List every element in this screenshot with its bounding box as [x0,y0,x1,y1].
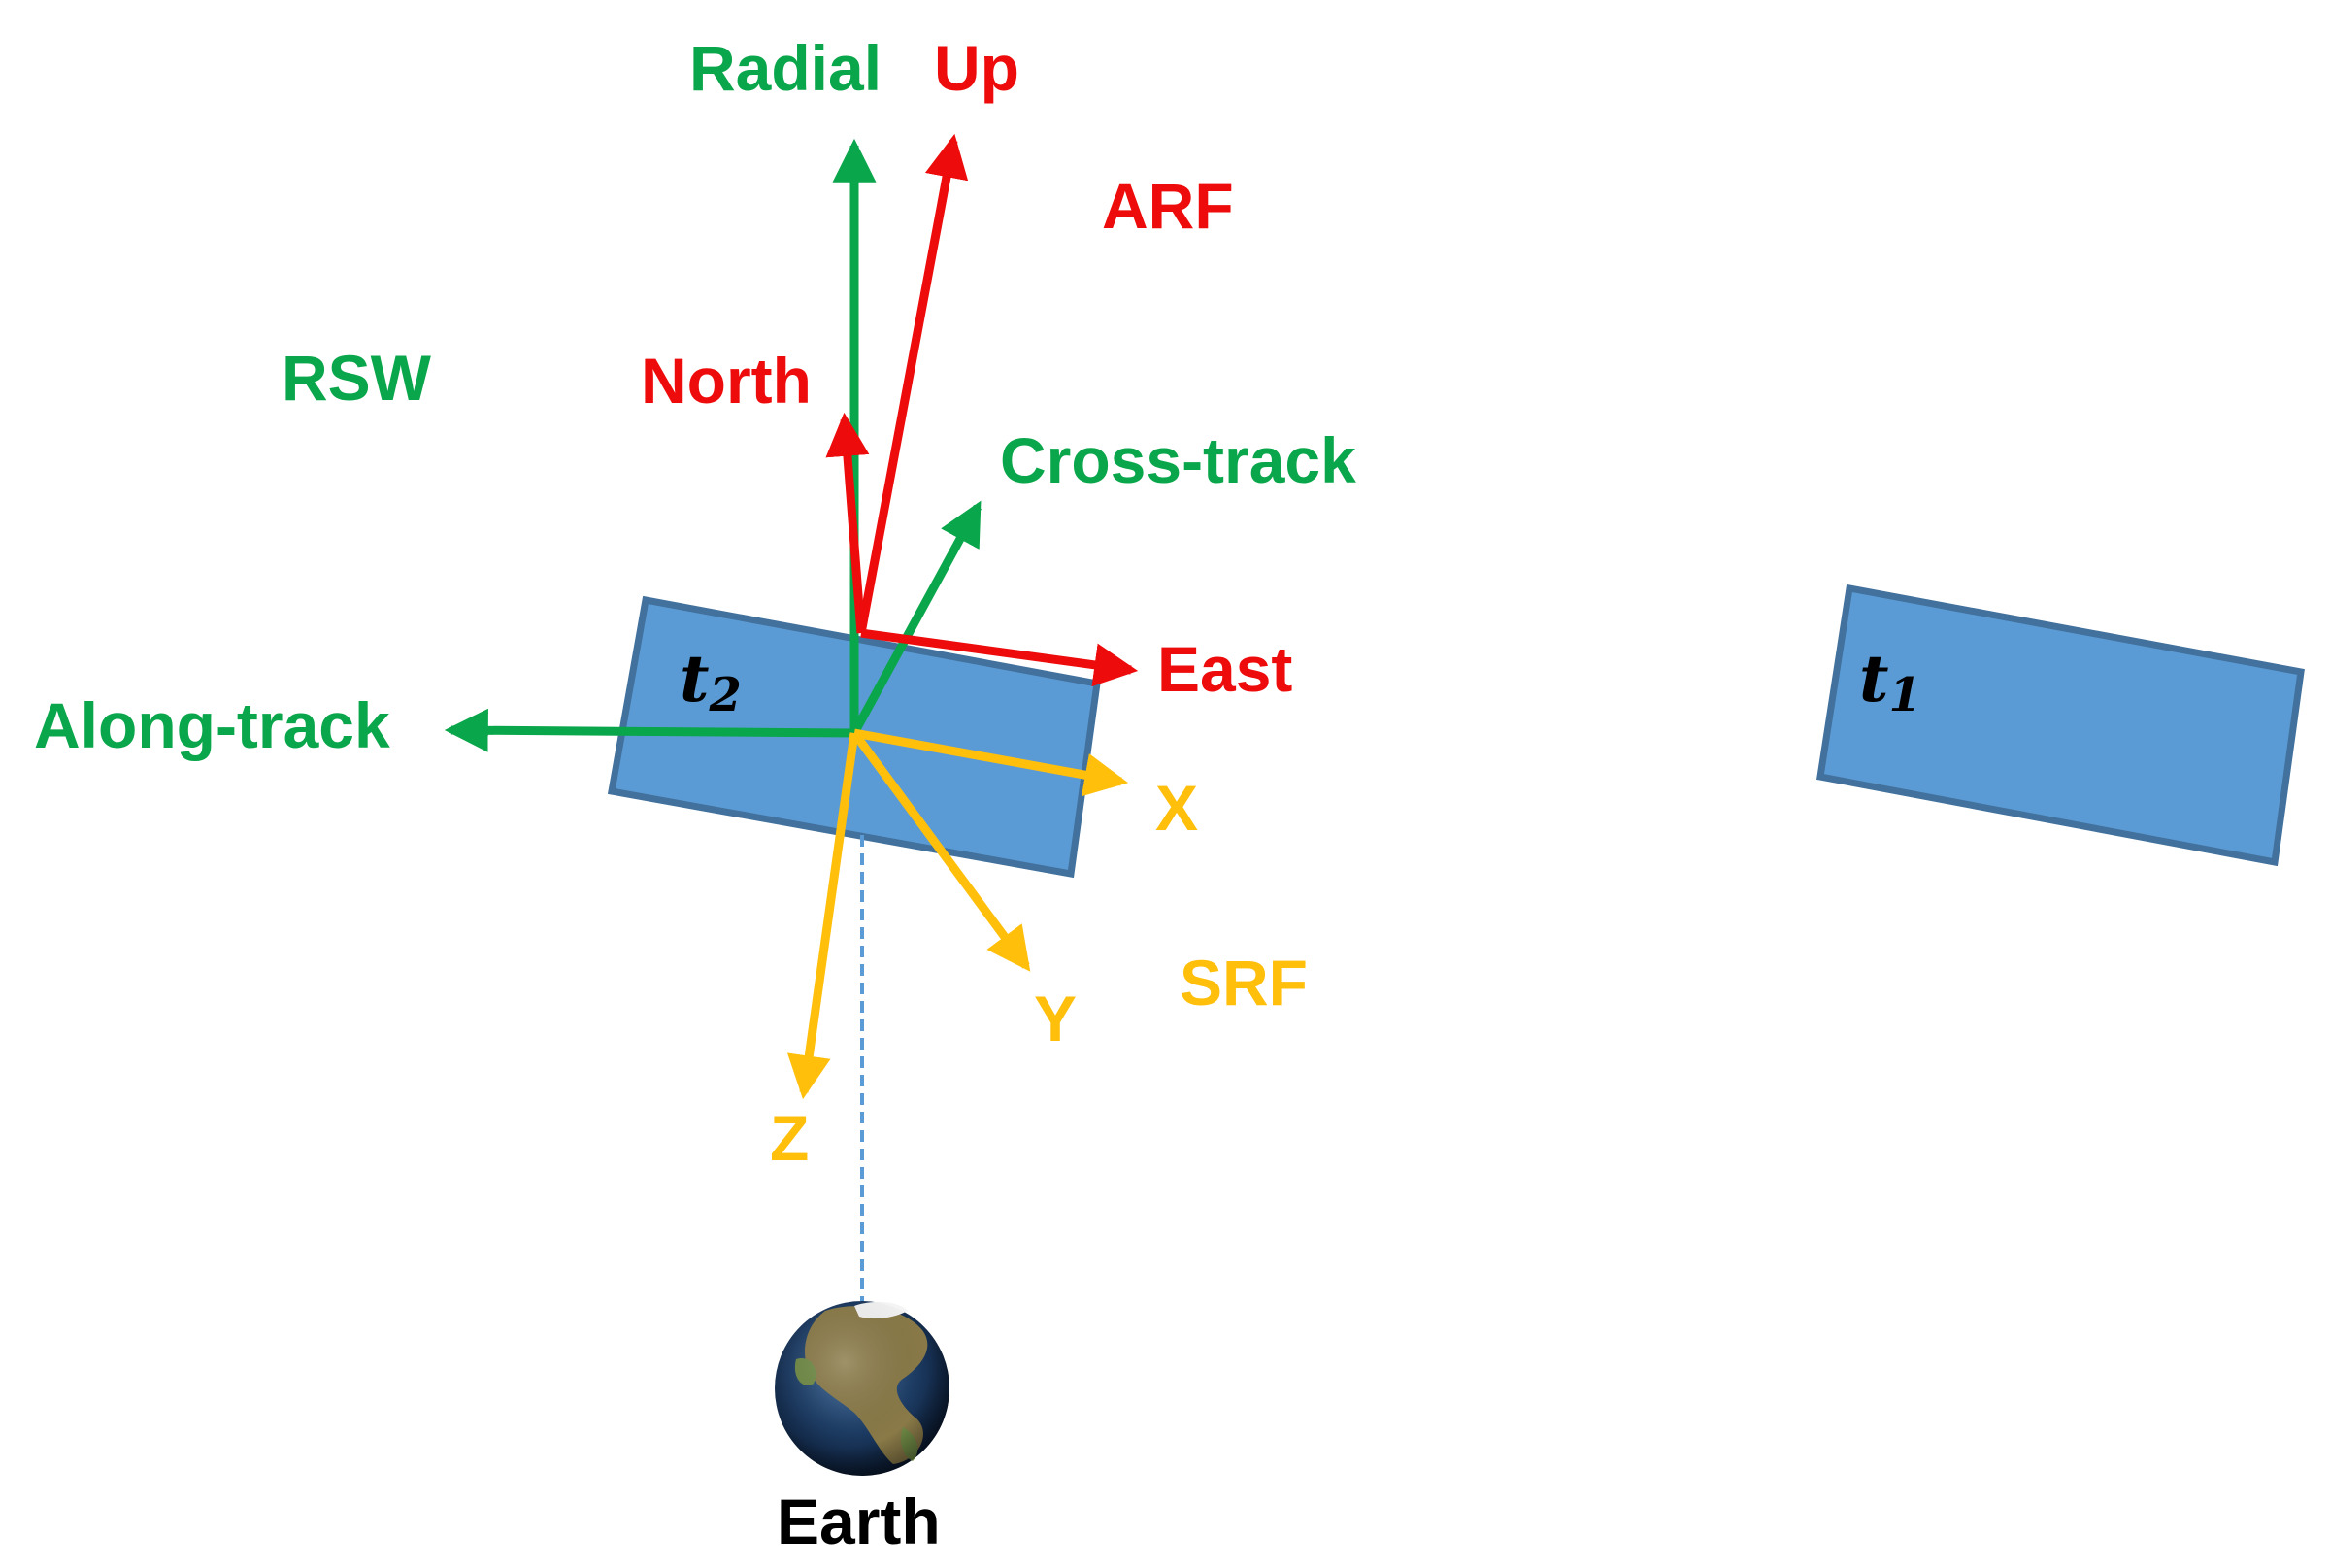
along-track-axis-label: Along-track [34,689,390,761]
arf-frame-label: ARF [1102,170,1234,242]
satellite-t1-body [1816,584,2305,867]
east-axis-label: East [1157,633,1292,705]
satellite-t2-base: t [680,641,710,717]
cross-track-axis-label: Cross-track [1000,424,1356,496]
satellite-t2-index: 2 [709,668,742,722]
north-axis-arrow [825,412,870,634]
y-axis-arrow [850,730,1031,972]
z-axis-label: Z [770,1102,809,1174]
cross-track-axis-arrow [850,500,982,736]
srf-frame-label: SRF [1180,947,1308,1018]
along-track-axis-arrow [444,708,855,752]
up-axis-arrow [856,133,969,634]
satellite-t1-base: t [1859,641,1889,717]
earth-globe-icon [775,1301,949,1476]
satellite-t1-label: t1 [1859,641,1921,722]
x-axis-arrow [853,728,1129,797]
radial-axis-label: Radial [689,32,882,104]
east-axis-arrow [860,628,1139,687]
satellite-t2-label: t2 [680,641,742,722]
z-axis-arrow [786,732,859,1100]
north-axis-label: North [641,345,812,417]
satellite-t1-index: 1 [1889,668,1921,722]
rsw-frame-label: RSW [282,342,432,414]
up-axis-label: Up [934,32,1019,104]
y-axis-label: Y [1034,983,1077,1054]
earth-label: Earth [777,1485,941,1557]
x-axis-label: X [1155,772,1198,844]
